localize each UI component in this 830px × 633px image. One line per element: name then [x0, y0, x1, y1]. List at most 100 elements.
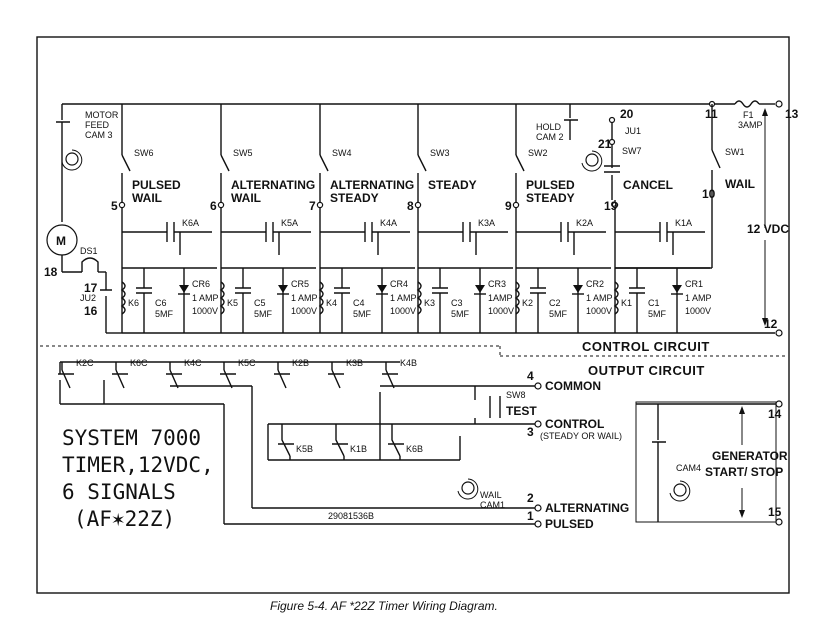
output-terminals: [534, 382, 542, 528]
output-contact-k6c: [112, 369, 128, 389]
cap-value-5: 5MF: [549, 309, 568, 319]
capacitor-1: [136, 268, 152, 333]
capacitor-3: [334, 268, 350, 333]
output-circuit-heading: OUTPUT CIRCUIT: [588, 363, 705, 378]
channel-terminal: [217, 201, 225, 209]
terminal-10: 10: [702, 187, 716, 201]
diode-label-6: CR1: [685, 279, 703, 289]
diode-value-4: 1AMP: [488, 293, 513, 303]
contact-label-5: K2A: [576, 218, 593, 228]
channel-name2-1: WAIL: [132, 191, 162, 205]
diode-voltage-1: 1000V: [192, 306, 218, 316]
output-contact-label-1: K2C: [76, 358, 94, 368]
channel-name-4: STEADY: [428, 178, 477, 192]
contact-label-1: K6A: [182, 218, 199, 228]
cap-value-2: 5MF: [254, 309, 273, 319]
cap-value-6: 5MF: [648, 309, 667, 319]
channel-name2-3: STEADY: [330, 191, 379, 205]
title-line-1: SYSTEM 7000: [62, 426, 201, 450]
relay-label-6: K1: [621, 298, 632, 308]
wail-cam-label-1: WAIL: [480, 490, 502, 500]
channel-terminal-1: 5: [111, 199, 118, 213]
channel-switch-blade: [319, 154, 329, 172]
terminal-13: 13: [785, 107, 799, 121]
figure-caption: Figure 5-4. AF *22Z Timer Wiring Diagram…: [270, 599, 498, 613]
relay-coil-5: [514, 281, 520, 315]
contact-6: [659, 222, 668, 242]
terminal-15: 15: [768, 505, 782, 519]
supply-rails: [122, 100, 783, 337]
output-contact-label-7: K4B: [400, 358, 417, 368]
relay-coil-2: [219, 281, 225, 315]
channel-switch-blade: [417, 154, 427, 172]
sw8-label: SW8: [506, 390, 526, 400]
lamp-label: DS1: [80, 246, 98, 256]
generator-label-2: START/ STOP: [705, 465, 783, 479]
relay-label-5: K2: [522, 298, 533, 308]
output-control-sub: (STEADY OR WAIL): [540, 431, 622, 441]
relay-label-1: K6: [128, 298, 139, 308]
output-num-alternating: 2: [527, 491, 534, 505]
terminal-17: 17: [84, 281, 98, 295]
diode-label-1: CR6: [192, 279, 210, 289]
output-contact-label-3: K4C: [184, 358, 202, 368]
output-contact-k4b: [382, 369, 398, 389]
output-common: COMMON: [545, 379, 601, 393]
generator-section: [635, 400, 783, 526]
switch-label-4: SW3: [430, 148, 450, 158]
output-contact-label-2: K6C: [130, 358, 148, 368]
hold-cam-label-2: CAM 2: [536, 132, 564, 142]
relay-coil-3: [318, 281, 324, 315]
output-contact-label-4: K5C: [238, 358, 256, 368]
diode-voltage-2: 1000V: [291, 306, 317, 316]
channel-switch-blade: [515, 154, 525, 172]
channel-terminal-2: 6: [210, 199, 217, 213]
channel-switch-blade: [121, 154, 131, 172]
output-contact-k6b: [388, 424, 404, 460]
diode-value-6: 1 AMP: [685, 293, 712, 303]
motor-label: M: [56, 234, 66, 248]
capacitor-4: [432, 268, 448, 333]
cam4-label: CAM4: [676, 463, 701, 473]
diode-value-5: 1 AMP: [586, 293, 613, 303]
channel-name-3: ALTERNATING: [330, 178, 414, 192]
title-line-3: 6 SIGNALS: [62, 480, 176, 504]
lower-contact-label-2: K1B: [350, 444, 367, 454]
contact-5: [560, 222, 569, 242]
output-pulsed: PULSED: [545, 517, 594, 531]
sw7-label: SW7: [622, 146, 642, 156]
diode-label-2: CR5: [291, 279, 309, 289]
title-line-4: (AF✶22Z): [74, 507, 175, 531]
motor-cam-label-3: CAM 3: [85, 130, 113, 140]
sw1-label: SW1: [725, 147, 745, 157]
cap-label-4: C3: [451, 298, 463, 308]
terminal-12: 12: [764, 317, 778, 331]
fuse-label: F1: [743, 110, 754, 120]
channel-name-1: PULSED: [132, 178, 181, 192]
output-contact-k1b: [332, 424, 348, 460]
contact-label-6: K1A: [675, 218, 692, 228]
output-control: CONTROL: [545, 417, 604, 431]
wail-cam-label-2: CAM1: [480, 500, 505, 510]
terminal-16: 16: [84, 304, 98, 318]
relay-coil-6: [613, 281, 619, 315]
contact-label-3: K4A: [380, 218, 397, 228]
terminal-20: 20: [620, 107, 634, 121]
test-label: TEST: [506, 404, 537, 418]
contact-1: [166, 222, 175, 242]
motor-cam-label-1: MOTOR: [85, 110, 119, 120]
switch-label-2: SW5: [233, 148, 253, 158]
motor-cam-label-2: FEED: [85, 120, 110, 130]
diode-label-5: CR2: [586, 279, 604, 289]
cap-value-4: 5MF: [451, 309, 470, 319]
lower-contact-label-1: K5B: [296, 444, 313, 454]
cap-label-1: C6: [155, 298, 167, 308]
channel-terminal-5: 9: [505, 199, 512, 213]
generator-label-1: GENERATOR: [712, 449, 788, 463]
capacitor-5: [530, 268, 546, 333]
relay-coil-1: [120, 281, 126, 315]
channel-name2-2: WAIL: [231, 191, 261, 205]
sw1-name: WAIL: [725, 177, 755, 191]
